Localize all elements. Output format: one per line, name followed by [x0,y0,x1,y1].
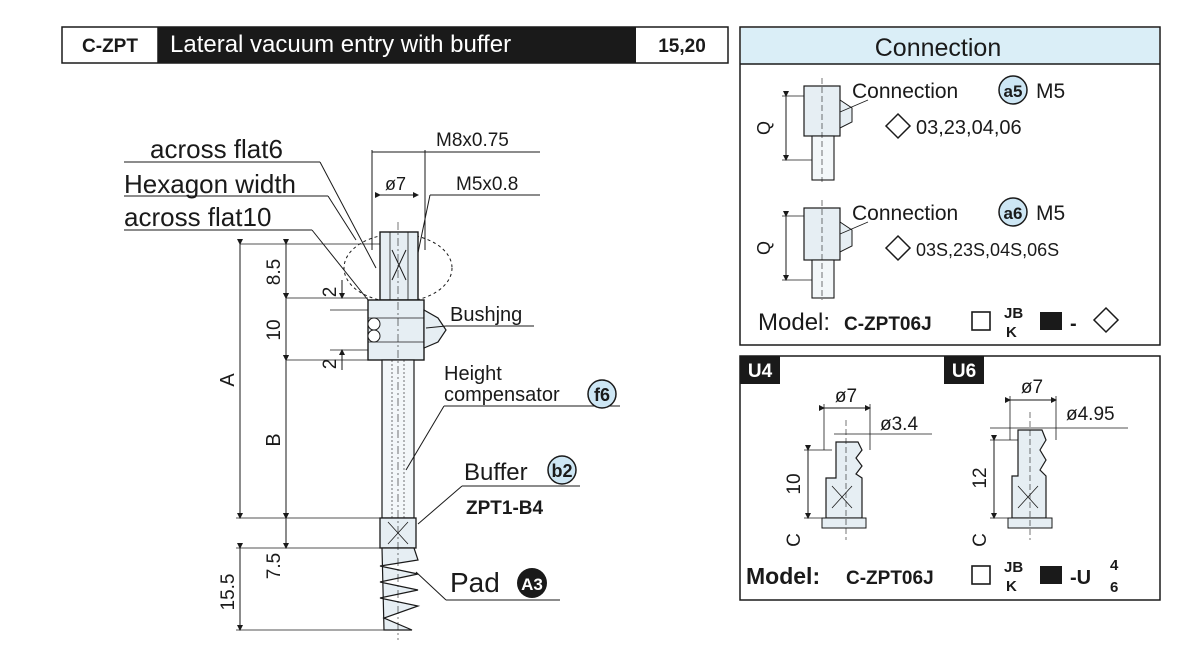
detail-circle [343,233,453,303]
u4-c: C [784,533,805,547]
thread-m8: M8x0.75 [436,130,509,151]
buffer-part-number: ZPT1-B4 [466,498,544,519]
u-panel: U4 U6 ø7 ø3.4 10 C [739,355,1161,601]
tag-a3-badge: A3 [517,568,547,598]
model-filled-box-icon [1040,312,1062,330]
tag-a6-badge [998,197,1028,227]
label-bushing: Bushjng [450,304,522,326]
header-bar: C-ZPT Lateral vacuum entry with buffer 1… [61,26,729,64]
u4-tag-bg [740,356,780,384]
dim-10: 10 [264,319,285,340]
u4-dia-top: ø7 [835,386,857,407]
dim-8-5: 8.5 [264,259,285,285]
connection-title: Connection [875,34,1001,62]
dim-q-a5: Q [754,121,774,135]
series-code: C-ZPT [82,36,138,57]
connection-a5-thread: M5 [1036,80,1065,103]
model-label: Model: [758,309,830,336]
u4-dia-inner: ø3.4 [880,414,918,435]
connection-a6-codes: 03S,23S,04S,06S [916,240,1059,260]
label-buffer: Buffer [464,459,528,486]
u6-tag-bg [944,356,984,384]
main-drawing [124,150,620,640]
dim-2-top: 2 [320,287,341,298]
u-model-code: C-ZPT06J [846,568,934,589]
u4-drawing [804,404,932,540]
tag-f6: f6 [594,385,610,405]
thread-m5: M5x0.8 [456,174,518,195]
dim-15-5: 15.5 [218,574,239,611]
connection-a6-label: Connection [852,202,958,225]
connection-a5-codes: 03,23,04,06 [916,117,1022,139]
u6-c: C [970,533,991,547]
header-title-bg [158,27,636,63]
u6-drawing [990,396,1128,540]
diamond-icon [884,234,912,262]
dim-q-a6: Q [754,241,774,255]
u-model-k: K [1006,578,1017,595]
tag-a5-badge [998,75,1028,105]
label-compensator: compensator [444,384,560,406]
u-model-box-icon [971,565,991,585]
connection-panel: Connection Q Connection a5 M5 03,23,04,0… [739,26,1161,346]
model-dash: - [1070,313,1077,335]
u-model-filled-box-icon [1040,566,1062,584]
tag-b2-badge: b2 [547,455,577,485]
dim-7-5: 7.5 [264,553,285,579]
u-model-label: Model: [746,563,820,589]
connection-a5-drawing [782,78,869,182]
u-model-u: -U [1070,567,1091,589]
connection-a6-drawing [782,200,869,300]
u4-tag: U4 [748,361,773,382]
label-across-flat10: across flat10 [124,202,271,232]
model-code: C-ZPT06J [844,314,932,335]
connection-title-bg [741,28,1159,64]
label-hexagon-width: Hexagon width [124,169,296,199]
diamond-icon [884,112,912,140]
dim-2-bottom: 2 [320,359,341,370]
connection-a5-label: Connection [852,80,958,103]
model-jb: JB [1004,305,1023,322]
label-across-flat6: across flat6 [150,134,283,164]
u6-tag: U6 [952,361,976,382]
tag-f6-badge: f6 [587,379,617,409]
u-model-6: 6 [1110,579,1118,596]
model-box-icon [971,311,991,331]
connection-a6-thread: M5 [1036,202,1065,225]
dim-b: B [263,433,285,446]
page-title: Lateral vacuum entry with buffer [170,31,511,58]
tag-a3: A3 [521,575,543,594]
dia-7: ø7 [385,174,406,194]
size-range: 15,20 [658,36,706,57]
u6-dia-inner: ø4.95 [1066,404,1115,425]
tag-a5: a5 [1004,82,1023,101]
tag-b2: b2 [551,461,572,481]
diamond-icon [1092,306,1120,334]
label-pad: Pad [450,567,500,598]
model-k: K [1006,324,1017,341]
u4-height: 10 [784,473,805,494]
dim-a: A [217,373,239,387]
u6-dia-top: ø7 [1021,377,1043,398]
u-model-jb: JB [1004,559,1023,576]
u6-height: 12 [970,467,991,488]
tag-a6: a6 [1004,204,1023,223]
u-model-4: 4 [1110,557,1119,574]
label-height: Height [444,363,502,385]
